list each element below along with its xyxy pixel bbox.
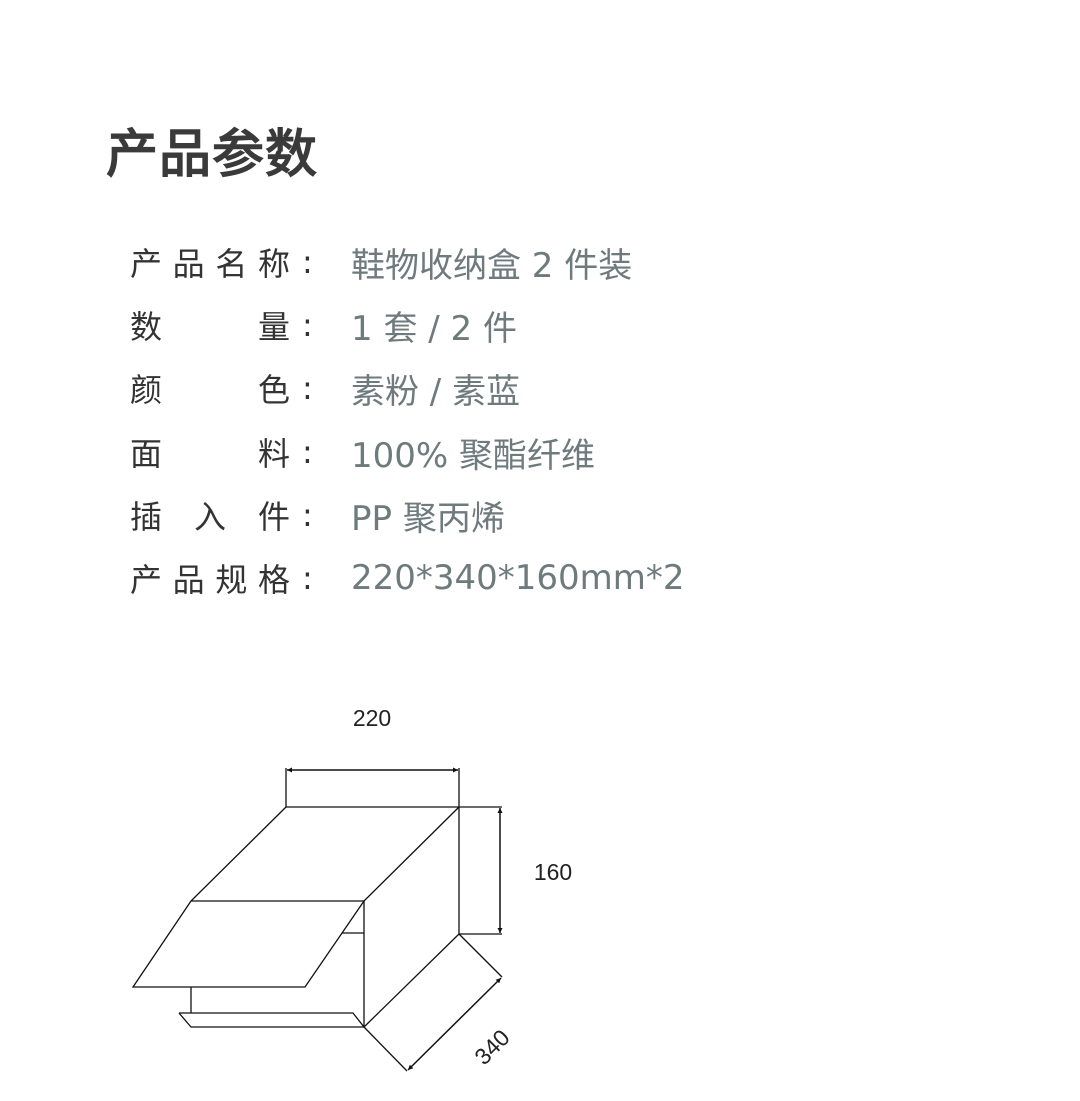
spec-label-char: 数: [130, 308, 163, 346]
spec-value: 鞋物收纳盒 2 件装: [351, 245, 633, 286]
spec-row: 数量:1 套 / 2 件: [130, 302, 517, 349]
dimension-lines: [285, 767, 503, 1072]
spec-colon: :: [302, 559, 313, 597]
spec-colon: :: [302, 369, 313, 407]
spec-row: 面料:100% 聚酯纤维: [130, 429, 596, 476]
spec-value: PP 聚丙烯: [351, 498, 505, 539]
spec-label: 面料: [130, 429, 290, 475]
spec-label-char: 品: [172, 561, 205, 599]
spec-label-char: 量: [257, 308, 290, 346]
spec-label-char: 规: [215, 561, 248, 599]
spec-label-char: 称: [257, 245, 290, 283]
spec-label-char: 插: [130, 498, 163, 536]
spec-label-char: 品: [172, 245, 205, 283]
spec-label: 数量: [130, 302, 290, 348]
spec-label-char: 产: [130, 561, 163, 599]
page-title: 产品参数: [106, 124, 319, 185]
spec-label-char: 产: [130, 245, 163, 283]
spec-label-char: 件: [257, 498, 290, 536]
box-outline: [131, 806, 460, 1028]
spec-label-char: 色: [257, 371, 290, 409]
spec-label-char: 料: [257, 435, 290, 473]
spec-label-char: 格: [257, 561, 290, 599]
depth-label: 340: [469, 1024, 515, 1070]
spec-label: 插入件: [130, 492, 290, 538]
spec-value: 100% 聚酯纤维: [351, 435, 596, 476]
spec-label-char: 入: [193, 498, 226, 536]
spec-label-char: 面: [130, 435, 163, 473]
spec-value: 1 套 / 2 件: [351, 308, 517, 349]
spec-colon: :: [302, 243, 313, 281]
spec-colon: :: [302, 306, 313, 344]
spec-label-char: 名: [215, 245, 248, 283]
spec-row: 产品名称: 鞋物收纳盒 2 件装: [130, 239, 633, 286]
spec-value: 220*340*160mm*2: [351, 558, 685, 598]
spec-value: 素粉 / 素蓝: [351, 371, 521, 412]
width-label: 220: [353, 705, 391, 731]
spec-label-char: 颜: [130, 371, 163, 409]
spec-label: 颜色: [130, 365, 290, 411]
spec-label: 产品规格: [130, 555, 290, 601]
spec-label: 产品名称: [130, 239, 290, 285]
spec-row: 产品规格:220*340*160mm*2: [130, 556, 685, 600]
spec-row: 插入件: PP 聚丙烯: [130, 492, 505, 539]
spec-row: 颜色:素粉 / 素蓝: [130, 365, 521, 412]
height-label: 160: [534, 859, 572, 885]
spec-colon: :: [302, 433, 313, 471]
spec-colon: :: [302, 496, 313, 534]
